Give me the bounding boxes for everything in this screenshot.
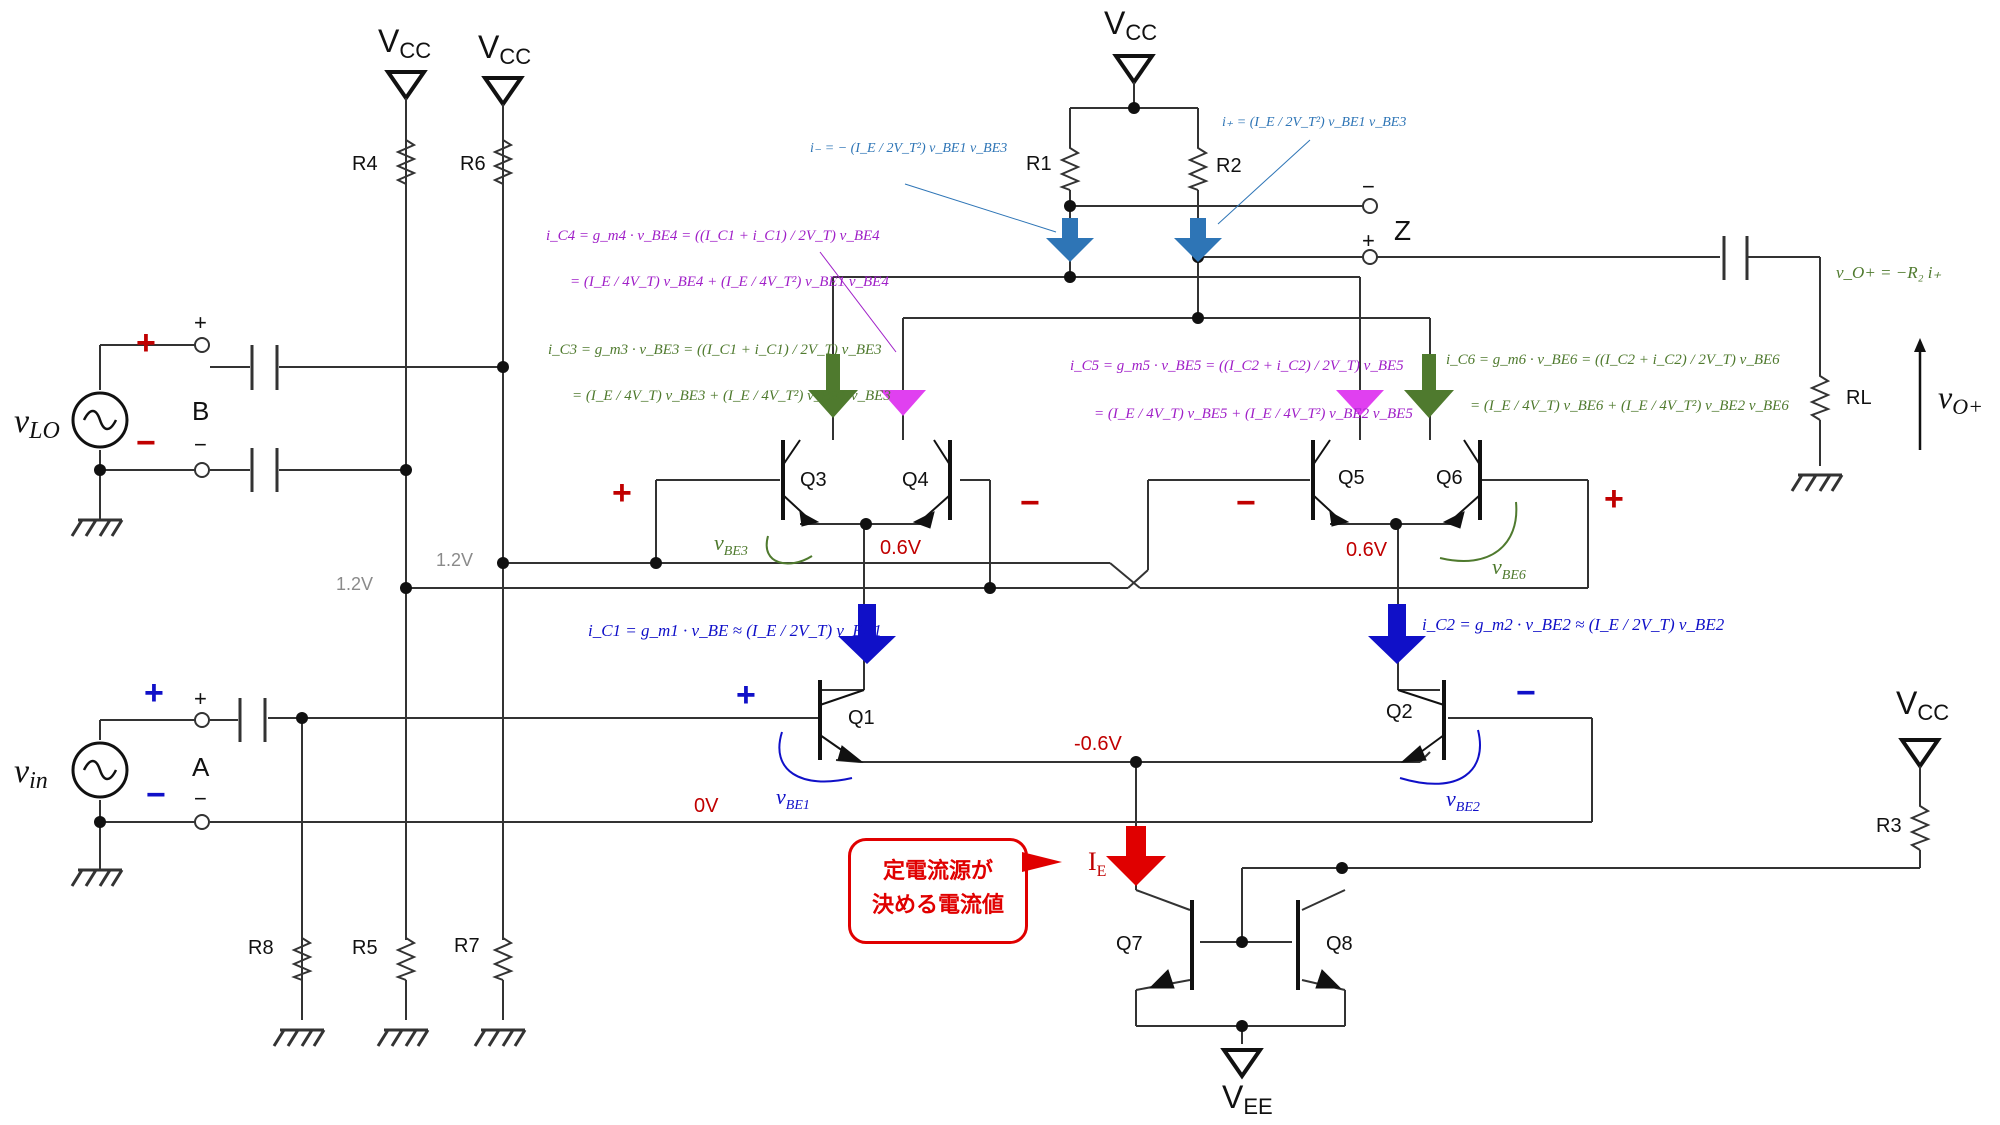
rl-label: RL (1846, 387, 1872, 409)
vcc-r6-label: VCC (478, 29, 531, 69)
vin-label: vin (14, 753, 48, 794)
svg-text:+: + (736, 676, 756, 714)
ic6-eq-line1: i_C6 = g_m6 · v_BE6 = ((I_C2 + i_C2) / 2… (1446, 352, 1780, 368)
constant-current-callout: 定電流源が 決める電流値 (848, 838, 1028, 944)
vlo-label: vLO (14, 403, 60, 444)
svg-text:+: + (612, 474, 632, 512)
vcc-r3-label: VCC (1896, 685, 1949, 725)
svg-text:+: + (136, 324, 156, 362)
r6-symbol (492, 130, 514, 190)
vo-label: vO+ (1938, 379, 1983, 419)
ic3-eq-line1: i_C3 = g_m3 · v_BE3 = ((I_C1 + i_C1) / 2… (548, 342, 882, 358)
ground-rl-icon (1790, 473, 1844, 493)
r5-label: R5 (352, 937, 378, 959)
rl-symbol (1809, 370, 1831, 421)
i-minus-eq: i₋ = − (I_E / 2V_T²) v_BE1 v_BE3 (810, 141, 1007, 156)
svg-text:−: − (136, 424, 156, 462)
svg-text:−: − (146, 776, 166, 814)
svg-text:−: − (1516, 674, 1536, 712)
vcc-top-icon (1114, 54, 1154, 84)
v-0: 0V (694, 795, 719, 817)
port-a-label: A (192, 752, 210, 782)
vcc-r4-label: VCC (378, 23, 431, 63)
callout-line1: 定電流源が (882, 859, 993, 884)
q7-label: Q7 (1116, 933, 1143, 955)
svg-text:+: + (194, 686, 207, 711)
svg-text:+: + (1362, 228, 1375, 253)
ground-in-icon (70, 868, 124, 888)
vcc-r3-icon (1900, 738, 1940, 768)
vbe2-label: vBE2 (1446, 786, 1480, 815)
ic4-eq-line1: i_C4 = g_m4 · v_BE4 = ((I_C1 + i_C1) / 2… (546, 228, 880, 244)
vbe6-label: vBE6 (1492, 554, 1526, 583)
v-12-right: 1.2V (436, 550, 473, 570)
r2-label: R2 (1216, 155, 1242, 177)
q5-label: Q5 (1338, 467, 1365, 489)
ic1-eq: i_C1 = g_m1 · v_BE ≈ (I_E / 2V_T) v_BE1 (588, 621, 882, 640)
ground-lo-icon (70, 518, 124, 538)
r7-symbol (492, 930, 514, 981)
ic2-eq: i_C2 = g_m2 · v_BE2 ≈ (I_E / 2V_T) v_BE2 (1422, 615, 1725, 634)
vlo-source-icon (71, 391, 129, 449)
vee-icon (1220, 1048, 1264, 1080)
v-06-right: 0.6V (1346, 539, 1388, 561)
ground-r7-icon (473, 1028, 527, 1048)
v-12-left: 1.2V (336, 574, 373, 594)
vcc-top-label: VCC (1104, 5, 1157, 45)
ie-label: IE (1088, 847, 1106, 880)
vcc-r6-icon (483, 76, 523, 106)
r5-symbol (395, 930, 417, 981)
vcc-r4-icon (386, 70, 426, 100)
ic3-eq-line2: = (I_E / 4V_T) v_BE3 + (I_E / 4V_T²) v_B… (572, 388, 891, 404)
r8-symbol (291, 930, 313, 981)
q1-label: Q1 (848, 707, 875, 729)
q6-label: Q6 (1436, 467, 1463, 489)
ic4-eq-line2: = (I_E / 4V_T) v_BE4 + (I_E / 4V_T²) v_B… (570, 274, 889, 290)
svg-text:−: − (1236, 484, 1256, 522)
q4-label: Q4 (902, 469, 929, 491)
port-b-label: B (192, 396, 209, 426)
r3-symbol (1909, 800, 1931, 851)
q8-label: Q8 (1326, 933, 1353, 955)
r7-label: R7 (454, 935, 480, 957)
callout-tail (1022, 852, 1062, 872)
r8-label: R8 (248, 937, 274, 959)
vo-eq: v_O+ = −R₂ i₊ (1836, 263, 1942, 282)
r4-label: R4 (352, 153, 378, 175)
svg-text:+: + (144, 674, 164, 712)
ic6-eq-line2: = (I_E / 4V_T) v_BE6 + (I_E / 4V_T²) v_B… (1470, 398, 1789, 414)
ic5-eq-line2: = (I_E / 4V_T) v_BE5 + (I_E / 4V_T²) v_B… (1094, 406, 1413, 422)
vbe1-label: vBE1 (776, 784, 810, 813)
port-z-label: Z (1394, 215, 1411, 246)
r2-symbol (1187, 140, 1209, 191)
svg-text:−: − (194, 432, 207, 457)
vin-source-icon (71, 741, 129, 799)
ground-r5-icon (376, 1028, 430, 1048)
v-06-left: 0.6V (880, 537, 922, 559)
v-m06: -0.6V (1074, 733, 1122, 755)
i-plus-eq: i₊ = (I_E / 2V_T²) v_BE1 v_BE3 (1222, 115, 1406, 130)
q3-label: Q3 (800, 469, 827, 491)
r6-label: R6 (460, 153, 486, 175)
svg-text:−: − (1362, 174, 1375, 199)
r4-symbol (395, 130, 417, 190)
callout-line2: 決める電流値 (871, 893, 1004, 918)
svg-text:+: + (1604, 480, 1624, 518)
q2-label: Q2 (1386, 701, 1413, 723)
svg-text:+: + (194, 310, 207, 335)
svg-text:−: − (194, 786, 207, 811)
r3-label: R3 (1876, 815, 1902, 837)
vee-label: VEE (1222, 1079, 1273, 1119)
ground-r8-icon (272, 1028, 326, 1048)
r1-label: R1 (1026, 153, 1052, 175)
svg-text:−: − (1020, 484, 1040, 522)
vbe3-label: vBE3 (714, 530, 748, 559)
ic5-eq-line1: i_C5 = g_m5 · v_BE5 = ((I_C2 + i_C2) / 2… (1070, 358, 1404, 374)
r1-symbol (1059, 140, 1081, 191)
